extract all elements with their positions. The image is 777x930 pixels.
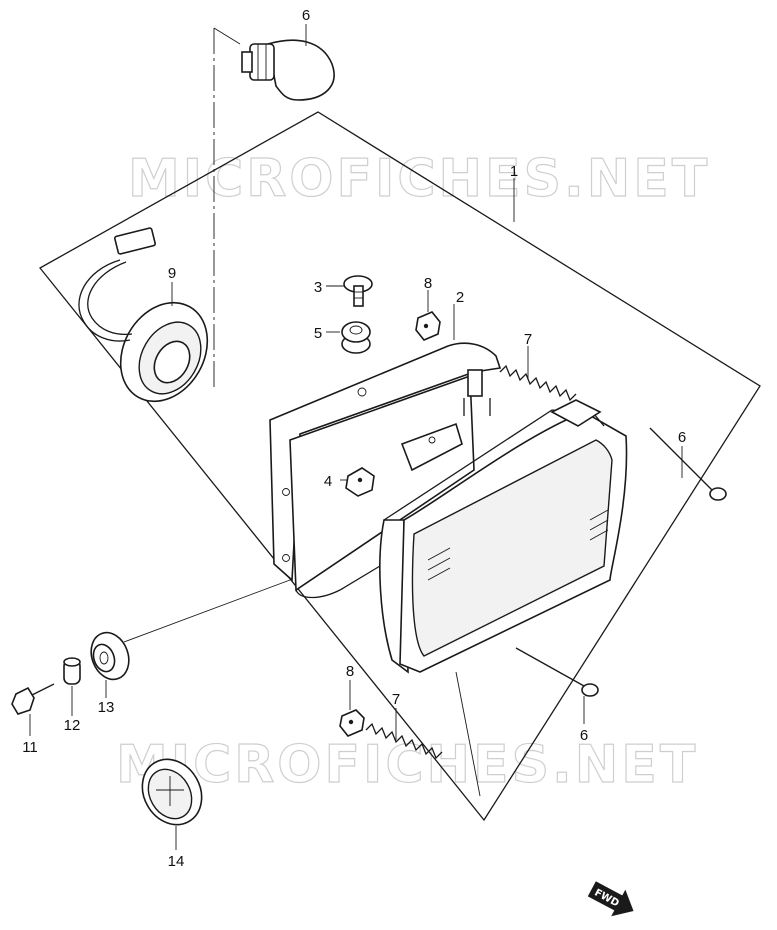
- callout-11: 11: [22, 739, 38, 756]
- callout-4: 4: [324, 473, 332, 490]
- assembly-boundary: [39, 111, 761, 822]
- grommet-part-5: [341, 321, 371, 354]
- callout-14: 14: [168, 853, 185, 870]
- callout-5: 5: [314, 325, 322, 342]
- callout-10: 6: [302, 7, 310, 24]
- callout-8-lower: 8: [346, 663, 354, 680]
- callout-6-lower: 6: [580, 727, 588, 744]
- spring-part-7-upper: [499, 364, 577, 402]
- screw-part-6-upper: [649, 427, 727, 501]
- callout-leaders: [29, 24, 683, 850]
- fwd-arrow: FWD: [587, 881, 634, 917]
- callout-13: 13: [98, 699, 115, 716]
- callout-6-upper: 6: [678, 429, 686, 446]
- housing-part: [269, 342, 502, 599]
- callout-1: 1: [510, 163, 518, 180]
- cap-part-14: [141, 758, 203, 826]
- watermark-top: MICROFICHES.NET: [128, 149, 710, 209]
- leader-headlight-to-bottom: [455, 671, 481, 797]
- callout-8-upper: 8: [424, 275, 432, 292]
- callout-7-upper: 7: [524, 331, 532, 348]
- collar-part-12: [63, 657, 81, 685]
- screw-part-6-lower: [515, 647, 599, 697]
- callout-9: 9: [168, 265, 176, 282]
- callout-7-lower: 7: [392, 691, 400, 708]
- headlight-unit: [379, 399, 628, 674]
- nut-part-8-upper: [415, 311, 441, 341]
- nut-part-8-lower: [339, 709, 365, 737]
- callout-2: 2: [456, 289, 464, 306]
- screw-part-3: [343, 275, 373, 307]
- callout-labels: 6 1 2 3 5 8 4 7 9 6 8 7 6 11 12 13 14: [22, 7, 686, 870]
- leader-bulb-top: [213, 27, 241, 45]
- bulb-part: [241, 39, 335, 101]
- nut-part-4: [345, 467, 375, 497]
- leader-housing-to-13: [123, 579, 291, 643]
- bolt-part-11: [11, 683, 55, 715]
- callout-3: 3: [314, 279, 322, 296]
- grommet-part-13: [90, 631, 130, 681]
- socket-part: [78, 227, 209, 403]
- spring-part-7-lower: [365, 722, 443, 760]
- callout-12: 12: [64, 717, 81, 734]
